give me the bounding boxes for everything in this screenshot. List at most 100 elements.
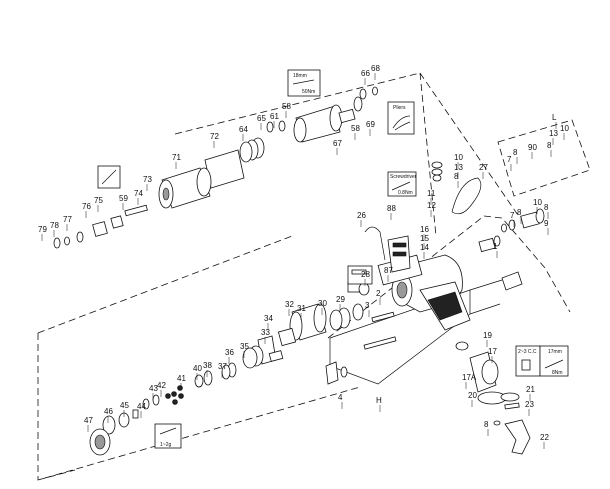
upper-parts <box>53 86 378 249</box>
callout-label: 22 <box>540 433 549 442</box>
main-housing <box>377 235 471 331</box>
callout-label: 21 <box>526 385 535 394</box>
callout-label: 90 <box>528 143 537 152</box>
callout-label: 13 <box>549 129 558 138</box>
callout-label: 10 <box>454 153 463 162</box>
callout-label: 2 <box>376 289 381 298</box>
tool-box-grease: 1~2g <box>154 423 182 449</box>
tool-box-pliers: Pliers <box>387 101 415 135</box>
callout-label: 13 <box>454 163 463 172</box>
callout-label: 67 <box>333 139 342 148</box>
tool-box-small-88 <box>347 265 373 285</box>
callout-label: 8 <box>513 148 518 157</box>
callout-label: 27 <box>479 163 488 172</box>
callout-label: 71 <box>172 153 181 162</box>
callout-label: 58 <box>282 102 291 111</box>
callout-label: 38 <box>203 361 212 370</box>
lower-parts <box>89 303 397 456</box>
grease-gun-icon <box>159 427 177 435</box>
callout-label: 73 <box>143 175 152 184</box>
callout-label: 23 <box>525 400 534 409</box>
tool-box-title: 17mm <box>548 349 562 355</box>
tool-box-small-left <box>97 165 121 189</box>
callout-label: 40 <box>193 364 202 373</box>
tool-box-title: Pliers <box>393 105 406 111</box>
callout-label: 66 <box>361 69 370 78</box>
dashed-outlines <box>37 72 591 481</box>
right-parts <box>347 161 545 455</box>
lower-outline <box>37 215 571 481</box>
tool-box-wrench-18mm: 18mm 50Nm <box>287 69 321 97</box>
callout-label: 47 <box>84 416 93 425</box>
callout-label: 33 <box>261 328 270 337</box>
callout-label: 12 <box>427 201 436 210</box>
tool-box-wrench-17mm: 17mm 8Nm <box>539 345 569 377</box>
upper-band-outline <box>37 72 521 334</box>
tool-box-title: 1~2g <box>160 442 171 448</box>
callout-label: 19 <box>483 331 492 340</box>
callout-label: 76 <box>82 202 91 211</box>
kit-l-outline <box>497 119 591 197</box>
callout-label: 28 <box>361 270 370 279</box>
callout-label: 77 <box>63 215 72 224</box>
callout-label: 10 <box>560 124 569 133</box>
callout-label: 11 <box>427 189 436 198</box>
callout-label: 69 <box>366 120 375 129</box>
callout-label: 64 <box>239 125 248 134</box>
wrench-icon <box>292 79 315 85</box>
callout-label: 65 <box>257 114 266 123</box>
tool-box-sub: 50Nm <box>302 89 315 95</box>
callout-label: 59 <box>119 194 128 203</box>
tool-box-sub: 0.8Nm <box>398 190 413 196</box>
callout-label: 87 <box>384 266 393 275</box>
callout-label: 15 <box>420 234 429 243</box>
callout-label: 4 <box>338 393 343 402</box>
callout-label: 30 <box>318 299 327 308</box>
callout-label: 8 <box>484 420 489 429</box>
callout-label: 20 <box>468 391 477 400</box>
callout-label: 72 <box>210 132 219 141</box>
tool-boxes: 18mm 50Nm Pliers Screwdriver 0.8Nm 2~3 C… <box>97 69 569 449</box>
callout-label: 58 <box>351 124 360 133</box>
callout-label: 37 <box>218 362 227 371</box>
callout-label: 78 <box>50 221 59 230</box>
callout-label: 75 <box>94 196 103 205</box>
callout-label: 74 <box>134 189 143 198</box>
callout-label: 8 <box>517 208 522 217</box>
callout-label: 44 <box>137 402 146 411</box>
callout-label: H <box>376 396 382 405</box>
callout-label: 14 <box>420 243 429 252</box>
callout-label: L <box>552 113 557 122</box>
tool-box-title: Screwdriver <box>390 174 417 180</box>
callout-label: 26 <box>357 211 366 220</box>
callout-label: 79 <box>38 225 47 234</box>
callout-label: 29 <box>336 295 345 304</box>
callout-label: 41 <box>177 374 186 383</box>
tool-box-title: 18mm <box>293 73 307 79</box>
callout-label: 43 <box>149 384 158 393</box>
wrench-icon <box>544 359 564 369</box>
callout-label: 45 <box>120 401 129 410</box>
callout-label: 31 <box>297 304 306 313</box>
tool-box-oil: 2~3 C.C <box>515 345 541 377</box>
callout-label: 61 <box>270 112 279 121</box>
callout-label: 8 <box>454 172 459 181</box>
callout-label: 7 <box>507 155 512 164</box>
callout-label: 88 <box>387 204 396 213</box>
callout-label: 68 <box>371 64 380 73</box>
callout-label: 3 <box>365 301 370 310</box>
screwdriver-icon <box>101 169 117 185</box>
callout-label: 17A <box>462 373 477 382</box>
callout-label: 35 <box>240 342 249 351</box>
screwdriver-icon <box>391 181 411 191</box>
callout-label: 16 <box>420 225 429 234</box>
callout-label: 8 <box>544 203 549 212</box>
callout-label: 9 <box>544 219 549 228</box>
callout-label: 1 <box>493 242 498 251</box>
callout-label: 7 <box>510 211 515 220</box>
callout-label: 36 <box>225 348 234 357</box>
tool-box-screwdriver: Screwdriver 0.8Nm <box>387 171 417 197</box>
